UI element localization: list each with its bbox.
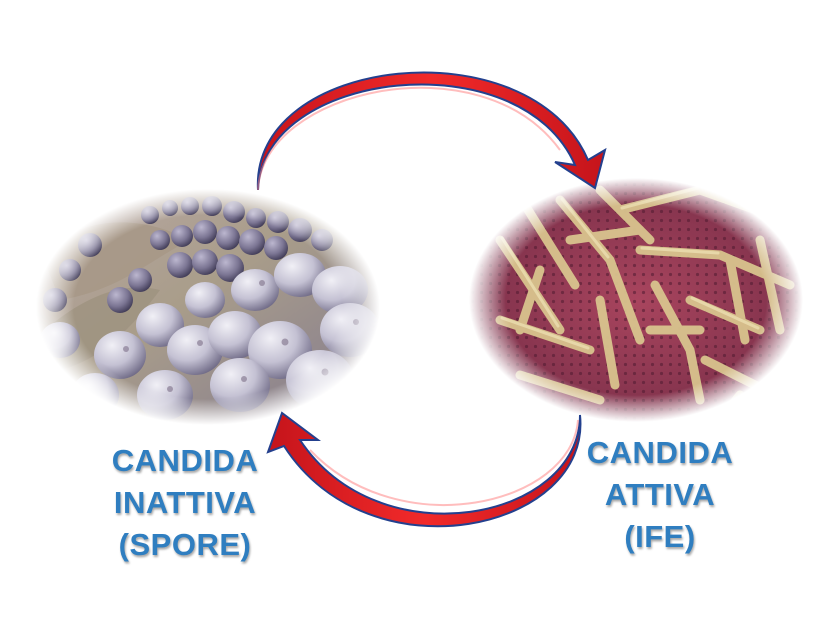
- active-label-line3: (IFE): [624, 519, 696, 554]
- arrow-to-inactive: [266, 411, 582, 528]
- active-label-line2: ATTIVA: [604, 477, 716, 512]
- active-label-line1: CANDIDA: [586, 435, 734, 470]
- inactive-label-line3: (SPORE): [118, 527, 252, 562]
- inactive-label-line2: INATTIVA: [113, 485, 257, 520]
- active-candida-label: CANDIDA ATTIVA (IFE): [560, 432, 760, 558]
- spores-micrograph: [30, 185, 390, 430]
- hyphae-micrograph: [465, 175, 810, 425]
- arrow-to-active: [256, 71, 607, 191]
- inactive-label-line1: CANDIDA: [111, 443, 259, 478]
- inactive-candida-label: CANDIDA INATTIVA (SPORE): [75, 440, 295, 566]
